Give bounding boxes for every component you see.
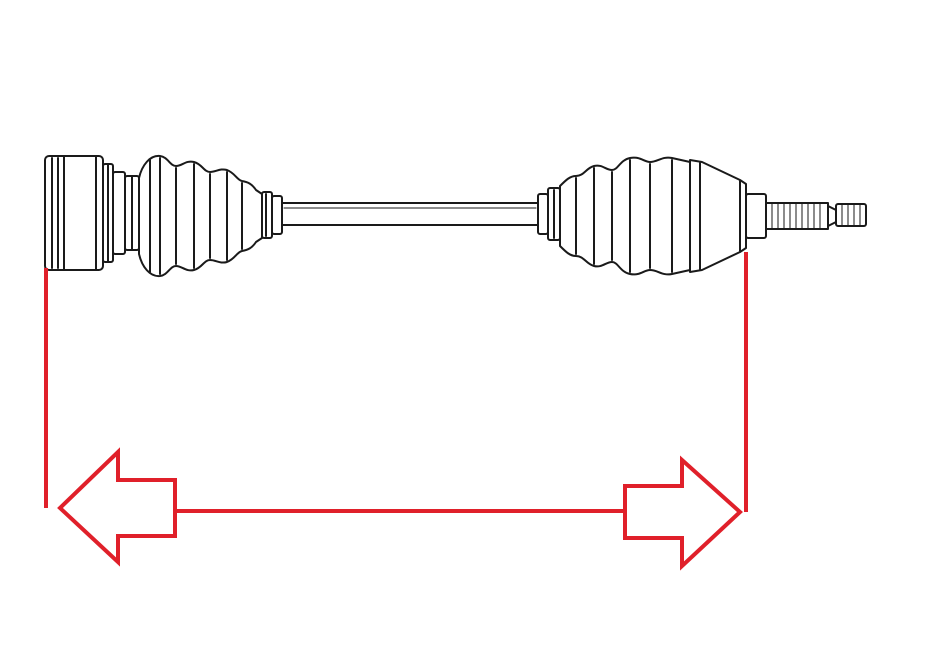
left-cv-boot bbox=[138, 154, 263, 278]
double-headed-arrow-icon bbox=[44, 252, 748, 571]
right-cv-joint-housing bbox=[689, 159, 747, 273]
left-arrow-head bbox=[57, 447, 177, 567]
right-boot-clamp bbox=[537, 187, 561, 241]
left-boot-clamp bbox=[261, 191, 283, 239]
left-cv-joint-housing bbox=[44, 155, 140, 271]
drive-shaft-cv-axle-icon bbox=[44, 154, 867, 278]
axle-shaft bbox=[281, 202, 539, 226]
right-cv-boot bbox=[559, 156, 691, 276]
right-arrow-head bbox=[623, 455, 743, 571]
splined-stub-shaft bbox=[745, 193, 867, 239]
